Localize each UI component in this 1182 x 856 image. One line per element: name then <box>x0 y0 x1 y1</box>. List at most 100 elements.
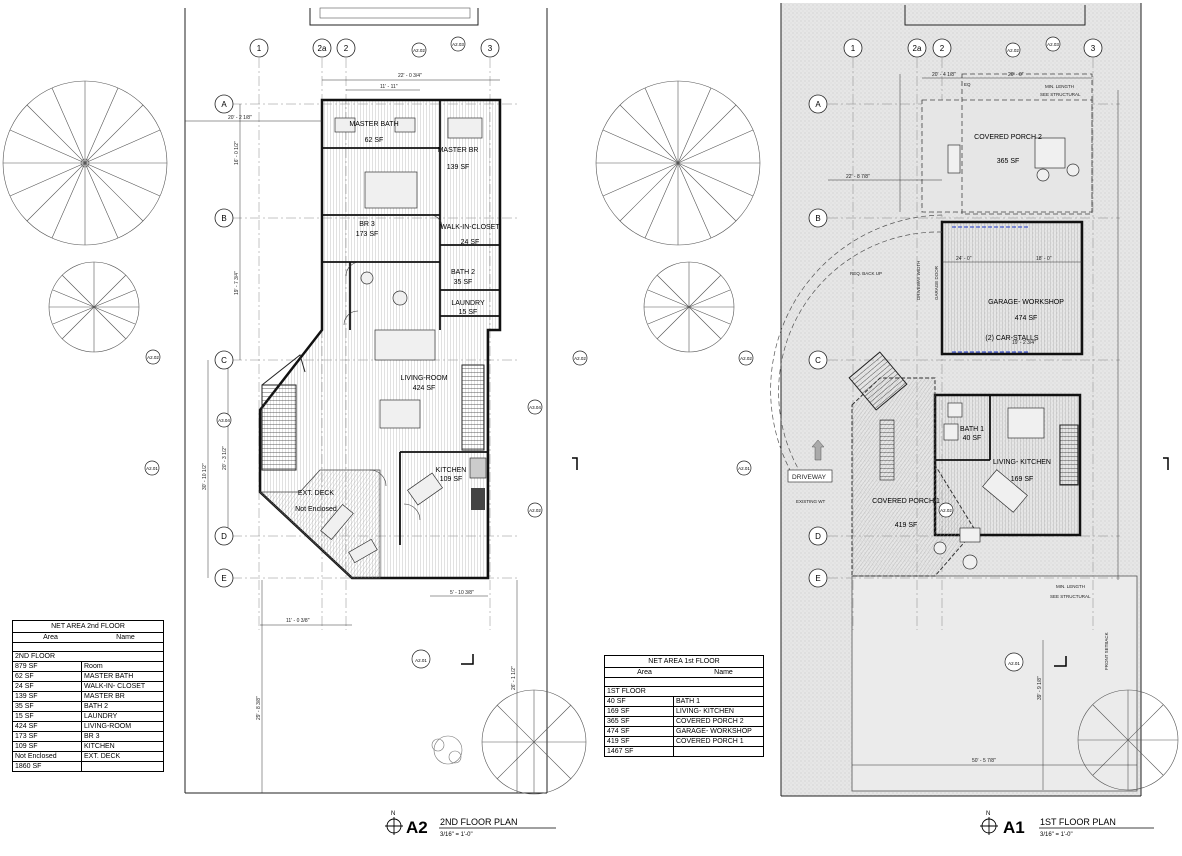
room-area: 40 SF <box>963 435 982 442</box>
room-area: 15 SF <box>459 309 478 316</box>
section-marker: A2.03 <box>1045 36 1061 52</box>
grid-bubble: C <box>214 350 234 370</box>
name-cell: COVERED PORCH 1 <box>676 738 744 745</box>
name-cell <box>82 762 163 771</box>
svg-text:A2.01: A2.01 <box>738 466 750 471</box>
svg-text:A2.02: A2.02 <box>147 355 159 360</box>
svg-text:B: B <box>221 214 226 223</box>
area-cell: 24 SF <box>13 682 82 691</box>
dim-text: 50' - 5 7/8" <box>972 758 996 764</box>
room-label: COVERED PORCH 1 <box>872 498 940 505</box>
name-cell: BATH 1 <box>676 698 700 705</box>
dim-text: 11' - 11" <box>380 84 398 90</box>
area-cell: 424 SF <box>13 722 82 731</box>
grid-bubble: E <box>808 568 828 588</box>
note-text: EQ <box>964 82 971 87</box>
svg-text:D: D <box>815 532 821 541</box>
room-label: (2) CAR-STALLS <box>985 335 1038 342</box>
svg-text:A2.02: A2.02 <box>529 508 541 513</box>
room-area: 419 SF <box>895 522 918 529</box>
svg-text:B: B <box>815 214 820 223</box>
dim-text: 20' - 4 1/8" <box>932 72 956 78</box>
room-label: MASTER BR <box>438 147 479 154</box>
svg-text:A2.01: A2.01 <box>1008 661 1020 666</box>
svg-text:C: C <box>815 356 821 365</box>
name-cell: GARAGE- WORKSHOP <box>676 728 752 735</box>
note-text: MIN. LENGTH <box>1056 584 1085 589</box>
note-text: SEE STRUCTURAL <box>1050 594 1091 599</box>
room-area: 139 SF <box>447 164 470 171</box>
table-header-cell: Name <box>714 669 733 676</box>
section-marker: A2.03 <box>450 36 466 52</box>
table-header: Area Name <box>13 633 163 643</box>
svg-text:C: C <box>221 356 227 365</box>
section-marker: A3.04 <box>216 412 232 428</box>
section-marker: A2.01 <box>411 649 431 669</box>
section-marker: A2.02 <box>411 42 427 58</box>
svg-text:1: 1 <box>851 44 856 53</box>
svg-text:3/16" = 1'-0": 3/16" = 1'-0" <box>1040 832 1073 838</box>
area-cell: 1860 SF <box>13 762 82 771</box>
dim-text: 20' - 2 1/8" <box>228 115 252 121</box>
name-cell <box>674 747 763 756</box>
grid-bubble: B <box>214 208 234 228</box>
room-area: 173 SF <box>356 231 379 238</box>
net-area-table-1st: NET AREA 1st FLOOR Area Name 1ST FLOOR 4… <box>604 655 764 757</box>
area-cell: 879 SF <box>13 662 82 671</box>
svg-text:A2.02: A2.02 <box>413 48 425 53</box>
svg-text:A3.04: A3.04 <box>218 418 230 423</box>
driveway-label: DRIVEWAY <box>792 474 827 481</box>
svg-text:A3.04: A3.04 <box>529 405 541 410</box>
tree-icon <box>48 261 140 353</box>
area-cell: 62 SF <box>13 672 82 681</box>
svg-text:A2: A2 <box>406 818 428 837</box>
note-text: EXISTING WT <box>796 499 826 504</box>
svg-text:A2.02: A2.02 <box>1007 48 1019 53</box>
dim-text: 19' - 7 3/4" <box>234 271 240 295</box>
net-area-table-2nd: NET AREA 2nd FLOOR Area Name 2ND FLOOR 8… <box>12 620 164 772</box>
section-marker: A2.01 <box>144 460 160 476</box>
grid-bubble: 3 <box>480 38 500 58</box>
table-header-cell: Area <box>637 669 652 676</box>
room-area: 62 SF <box>365 137 384 144</box>
dim-text: 29' - 8 3/8" <box>256 696 262 720</box>
name-cell: MASTER BR <box>84 693 125 700</box>
name-cell: BATH 2 <box>84 703 108 710</box>
room-label: BATH 1 <box>960 426 984 433</box>
plan-2nd-floor: 22' - 0 3/4" 11' - 11" 20' - 2 1/8" 16' … <box>2 7 588 838</box>
room-area: 474 SF <box>1015 315 1038 322</box>
grid-bubble: C <box>808 350 828 370</box>
grid-bubble: A <box>808 94 828 114</box>
dim-text: 16' - 0 1/2" <box>234 141 240 165</box>
name-cell: LAUNDRY <box>84 713 118 720</box>
svg-text:3: 3 <box>1091 44 1096 53</box>
dim-text: 5' - 10 3/8" <box>450 590 474 596</box>
name-cell: EXT. DECK <box>84 753 121 760</box>
note-text: GARAGE DOOR <box>934 265 939 300</box>
room-label: EXT. DECK <box>298 490 335 497</box>
note-text: SEE STRUCTURAL <box>1040 92 1081 97</box>
room-label: WALK-IN-CLOSET <box>440 224 500 231</box>
area-cell: 419 SF <box>605 737 674 746</box>
svg-text:3/16" = 1'-0": 3/16" = 1'-0" <box>440 832 473 838</box>
area-cell: 109 SF <box>13 742 82 751</box>
svg-text:2: 2 <box>940 44 945 53</box>
dim-text: 39' - 9 1/8" <box>1037 676 1043 700</box>
tree-icon <box>643 261 735 353</box>
section-marker: A3.04 <box>527 399 543 415</box>
note-text: FRONT SETBACK <box>1104 632 1109 670</box>
area-cell: 169 SF <box>605 707 674 716</box>
